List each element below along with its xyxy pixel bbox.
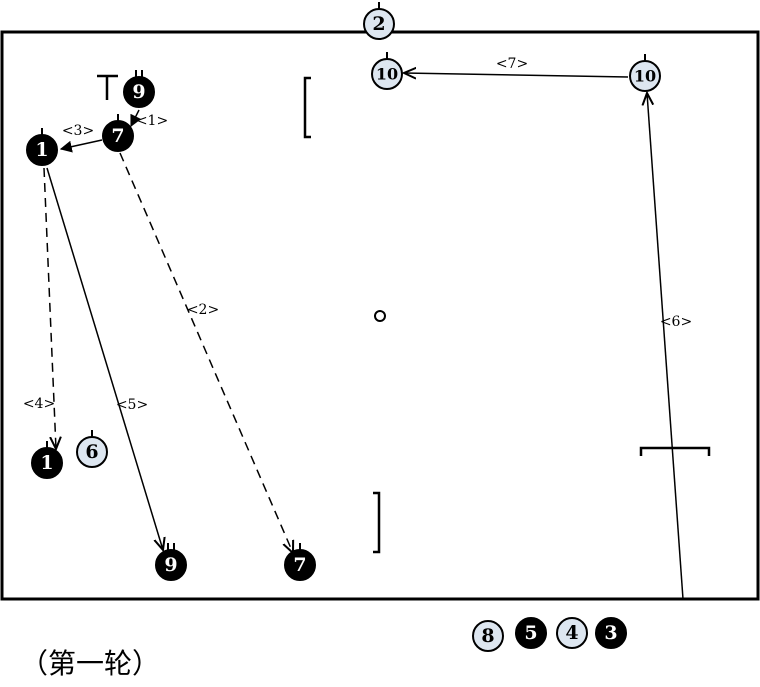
start-t-mark xyxy=(97,74,118,100)
step-label-s2: <2> xyxy=(187,302,219,318)
movement-path-s2 xyxy=(119,152,293,553)
player-circle xyxy=(363,8,395,40)
step-label-s7: <7> xyxy=(496,56,528,72)
player-number: 7 xyxy=(111,125,124,147)
player-circle xyxy=(102,120,134,152)
player-number: 9 xyxy=(132,81,145,103)
upper-bracket-mark xyxy=(303,76,311,139)
round-caption: （第一轮） xyxy=(20,647,161,680)
player-number: 6 xyxy=(85,441,98,463)
center-mark xyxy=(374,310,386,322)
player-marker-p9-bottom: 9 xyxy=(155,543,187,581)
player-number: 7 xyxy=(293,554,306,576)
player-circle xyxy=(123,76,155,108)
player-number: 1 xyxy=(35,139,48,161)
player-number: 10 xyxy=(376,65,398,84)
player-marker-p3-bench: 3 xyxy=(595,617,627,649)
player-marker-p10-right: 10 xyxy=(629,54,661,92)
movement-path-s5 xyxy=(46,167,163,550)
player-marker-p9-top: 9 xyxy=(123,70,155,108)
player-marker-p6: 6 xyxy=(76,430,108,468)
player-number: 1 xyxy=(40,452,53,474)
player-number: 2 xyxy=(372,13,385,35)
player-marker-p1-bottom: 1 xyxy=(31,441,63,479)
movement-paths xyxy=(43,73,684,600)
player-marker-p2-top: 2 xyxy=(363,2,395,40)
player-number: 9 xyxy=(164,554,177,576)
player-circle xyxy=(595,617,627,649)
player-marker-p1-top: 1 xyxy=(26,128,58,166)
player-circle xyxy=(155,549,187,581)
movement-path-s4 xyxy=(43,167,56,449)
player-number: 4 xyxy=(565,622,578,644)
player-marker-p4-bench: 4 xyxy=(556,617,588,649)
movement-path-s6 xyxy=(647,93,684,600)
player-number: 5 xyxy=(524,622,537,644)
player-circle xyxy=(472,620,504,652)
player-circle xyxy=(31,447,63,479)
player-marker-p5-bench: 5 xyxy=(515,617,547,649)
player-marker-p8-bench: 8 xyxy=(472,620,504,652)
player-circle xyxy=(515,617,547,649)
player-number: 3 xyxy=(604,622,617,644)
step-label-s5: <5> xyxy=(116,397,148,413)
lower-bracket-mark xyxy=(373,491,381,554)
movement-path-s3 xyxy=(59,139,103,153)
movement-path-s1 xyxy=(130,109,142,128)
player-circle xyxy=(629,60,661,92)
player-circle xyxy=(284,549,316,581)
player-circle xyxy=(556,617,588,649)
player-number: 10 xyxy=(634,67,656,86)
movement-step-labels: <1> <2> <3> <4> <5> <6> <7> xyxy=(23,56,692,413)
player-circle xyxy=(76,436,108,468)
player-marker-p7-top: 7 xyxy=(102,114,134,152)
player-number: 8 xyxy=(481,625,494,647)
player-marker-p10-left: 10 xyxy=(371,52,403,90)
player-circle xyxy=(26,134,58,166)
movement-path-s7 xyxy=(404,73,629,77)
step-label-s3: <3> xyxy=(62,123,94,139)
step-label-s6: <6> xyxy=(660,314,692,330)
step-label-s4: <4> xyxy=(23,396,55,412)
screen-t-mark xyxy=(639,446,711,456)
player-circle xyxy=(371,58,403,90)
player-marker-p7-bottom: 7 xyxy=(284,543,316,581)
step-label-s1: <1> xyxy=(136,113,168,129)
